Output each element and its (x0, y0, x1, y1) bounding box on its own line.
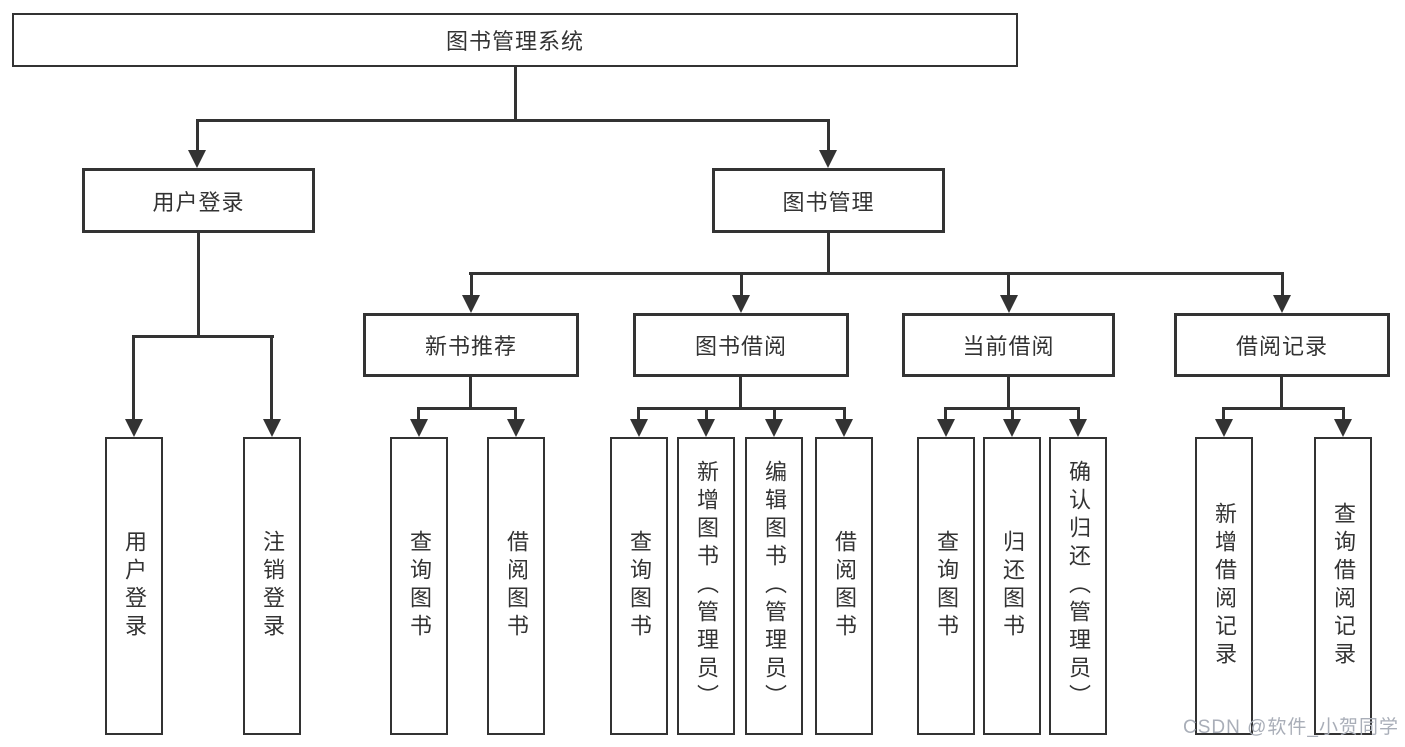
leaf-query-books-current: 查询图书 (917, 437, 975, 735)
leaf-confirm-return-admin: 确认归还（管理员） (1049, 437, 1107, 735)
connector (196, 119, 830, 122)
connector (469, 377, 472, 409)
connector (514, 407, 517, 421)
arrow-down-icon (1215, 419, 1233, 437)
connector (1222, 407, 1225, 421)
arrow-down-icon (1000, 295, 1018, 313)
connector (637, 407, 640, 421)
arrow-down-icon (1003, 419, 1021, 437)
connector (773, 407, 776, 421)
arrow-down-icon (125, 419, 143, 437)
leaf-return-book: 归还图书 (983, 437, 1041, 735)
connector (740, 272, 743, 297)
node-book-management: 图书管理 (712, 168, 945, 233)
arrow-down-icon (697, 419, 715, 437)
node-book-borrowing: 图书借阅 (633, 313, 849, 377)
connector (417, 407, 517, 410)
node-system-root: 图书管理系统 (12, 13, 1018, 67)
arrow-down-icon (188, 150, 206, 168)
connector (196, 119, 199, 152)
connector (197, 233, 200, 338)
leaf-user-login: 用户登录 (105, 437, 163, 735)
connector (1281, 272, 1284, 297)
connector (1342, 407, 1345, 421)
connector (827, 119, 830, 152)
leaf-query-books-recommend: 查询图书 (390, 437, 448, 735)
arrow-down-icon (732, 295, 750, 313)
connector (469, 272, 1283, 275)
arrow-down-icon (462, 295, 480, 313)
leaf-query-books-borrowing: 查询图书 (610, 437, 668, 735)
connector (944, 407, 947, 421)
arrow-down-icon (1069, 419, 1087, 437)
connector (705, 407, 708, 421)
connector (270, 335, 273, 421)
leaf-logout: 注销登录 (243, 437, 301, 735)
arrow-down-icon (937, 419, 955, 437)
connector (843, 407, 846, 421)
arrow-down-icon (410, 419, 428, 437)
connector (1222, 407, 1345, 410)
leaf-add-borrow-record: 新增借阅记录 (1195, 437, 1253, 735)
connector (1007, 377, 1010, 409)
connector (470, 272, 473, 297)
connector (739, 377, 742, 409)
connector (1007, 272, 1010, 297)
arrow-down-icon (1334, 419, 1352, 437)
connector (827, 233, 830, 275)
connector (132, 335, 274, 338)
arrow-down-icon (835, 419, 853, 437)
leaf-edit-book-admin: 编辑图书（管理员） (745, 437, 803, 735)
connector (1011, 407, 1014, 421)
node-borrowing-records: 借阅记录 (1174, 313, 1390, 377)
arrow-down-icon (765, 419, 783, 437)
leaf-query-borrow-record: 查询借阅记录 (1314, 437, 1372, 735)
connector (1077, 407, 1080, 421)
connector (1280, 377, 1283, 409)
arrow-down-icon (819, 150, 837, 168)
node-user-login: 用户登录 (82, 168, 315, 233)
leaf-borrow-books-recommend: 借阅图书 (487, 437, 545, 735)
connector (514, 67, 517, 121)
node-new-book-recommend: 新书推荐 (363, 313, 579, 377)
arrow-down-icon (263, 419, 281, 437)
leaf-borrow-books-borrowing: 借阅图书 (815, 437, 873, 735)
arrow-down-icon (630, 419, 648, 437)
leaf-add-book-admin: 新增图书（管理员） (677, 437, 735, 735)
arrow-down-icon (1273, 295, 1291, 313)
csdn-watermark: CSDN @软件_小贺同学 (1183, 717, 1399, 738)
connector (417, 407, 420, 421)
arrow-down-icon (507, 419, 525, 437)
connector (132, 335, 135, 421)
node-current-borrowing: 当前借阅 (902, 313, 1115, 377)
connector (637, 407, 846, 410)
